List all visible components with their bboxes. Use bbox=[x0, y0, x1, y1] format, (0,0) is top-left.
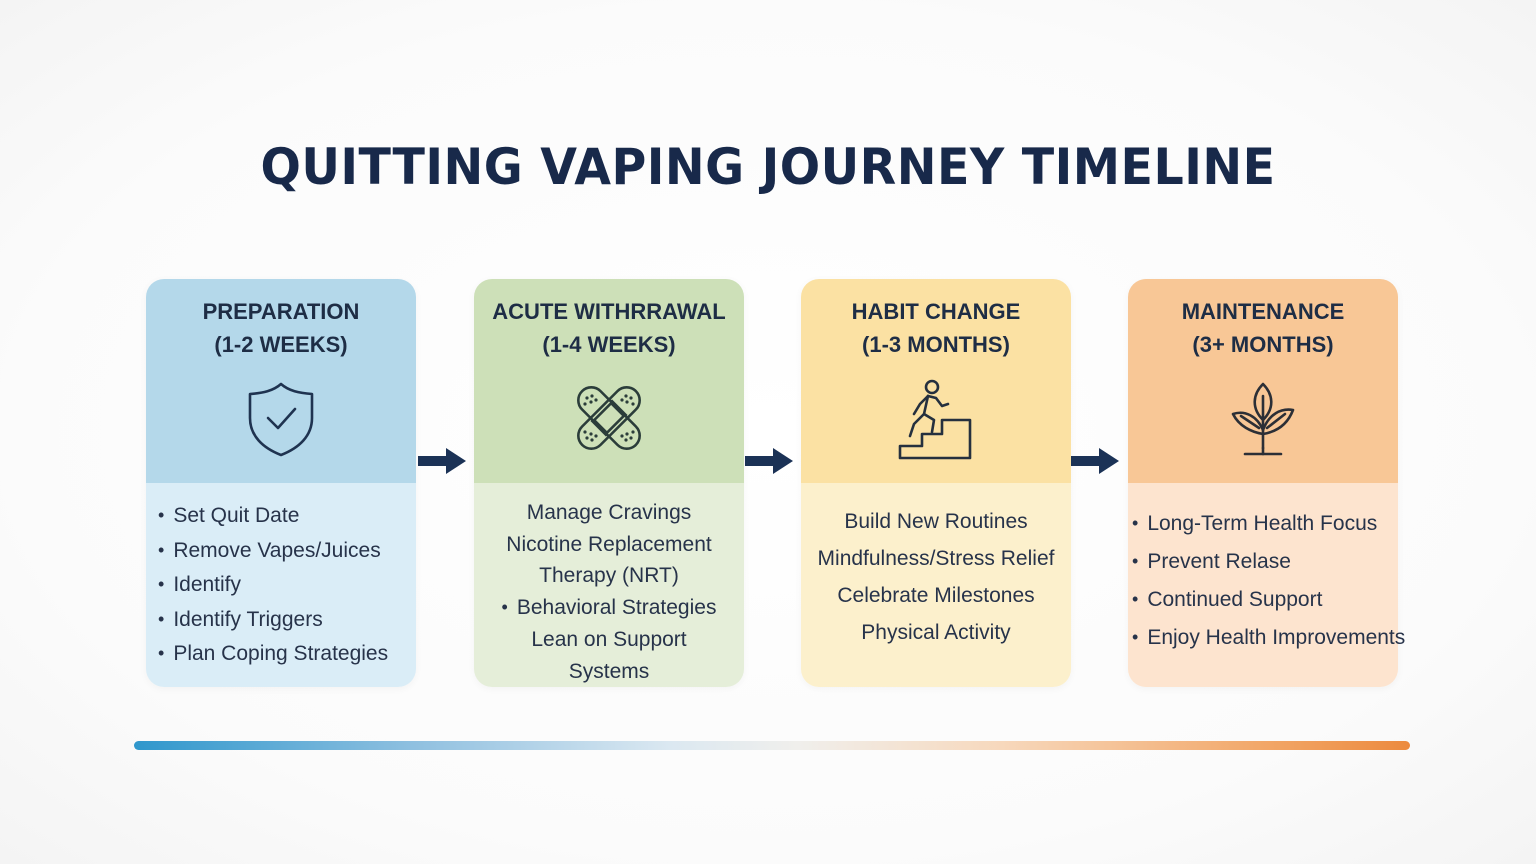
crossed-bandages-icon bbox=[565, 374, 653, 462]
stage-duration: (1-4 WEEKS) bbox=[542, 332, 676, 357]
stage-card-preparation: PREPARATION (1-2 WEEKS) Set Quit Date Re… bbox=[146, 279, 416, 687]
stage-title: MAINTENANCE (3+ MONTHS) bbox=[1128, 295, 1398, 361]
list-item: Celebrate Milestones bbox=[837, 584, 1035, 607]
page-title: QUITTING VAPING JOURNEY TIMELINE bbox=[260, 138, 1276, 196]
stage-items-list: Manage Cravings Nicotine Replacement The… bbox=[474, 483, 744, 687]
stage-card-body: Manage Cravings Nicotine Replacement The… bbox=[474, 483, 744, 687]
list-item: Remove Vapes/Juices bbox=[158, 534, 416, 569]
list-item: Identify bbox=[158, 568, 416, 603]
stage-card-header: MAINTENANCE (3+ MONTHS) bbox=[1128, 279, 1398, 483]
stage-name: MAINTENANCE bbox=[1181, 299, 1345, 324]
stage-title: ACUTE WITHRRAWAL (1-4 WEEKS) bbox=[474, 295, 744, 361]
right-arrow-icon bbox=[416, 446, 468, 476]
list-item: Continued Support bbox=[1132, 581, 1398, 619]
list-item: Identify Triggers bbox=[158, 603, 416, 638]
stage-items-list: Long-Term Health Focus Prevent Relase Co… bbox=[1128, 483, 1405, 657]
stage-items-list: Set Quit Date Remove Vapes/Juices Identi… bbox=[146, 483, 416, 672]
stage-card-body: Build New Routines Mindfulness/Stress Re… bbox=[801, 483, 1071, 687]
stage-items-list: Build New Routines Mindfulness/Stress Re… bbox=[801, 483, 1071, 651]
stage-duration: (1-3 MONTHS) bbox=[862, 332, 1010, 357]
list-item: Behavioral Strategies bbox=[474, 592, 744, 625]
stage-name: HABIT CHANGE bbox=[851, 299, 1021, 324]
stage-card-body: Long-Term Health Focus Prevent Relase Co… bbox=[1128, 483, 1405, 687]
stage-title: PREPARATION (1-2 WEEKS) bbox=[146, 295, 416, 361]
list-item: Nicotine Replacement bbox=[506, 532, 712, 556]
person-climbing-stairs-icon bbox=[892, 374, 980, 462]
stage-name: PREPARATION bbox=[202, 299, 360, 324]
stage-card-body: Set Quit Date Remove Vapes/Juices Identi… bbox=[146, 483, 416, 687]
list-item: Lean on Support bbox=[531, 628, 687, 651]
stage-card-header: PREPARATION (1-2 WEEKS) bbox=[146, 279, 416, 483]
stage-duration: (3+ MONTHS) bbox=[1192, 332, 1334, 357]
list-item: Build New Routines bbox=[844, 510, 1028, 533]
list-item: Therapy (NRT) bbox=[539, 564, 679, 587]
stage-name: ACUTE WITHRRAWAL bbox=[492, 299, 726, 324]
list-item: Set Quit Date bbox=[158, 499, 416, 534]
list-item: Long-Term Health Focus bbox=[1132, 505, 1398, 543]
right-arrow-icon bbox=[1069, 446, 1121, 476]
list-item: Mindfulness/Stress Relief bbox=[817, 547, 1055, 570]
list-item: Prevent Relase bbox=[1132, 543, 1398, 581]
stage-card-maintenance: MAINTENANCE (3+ MONTHS) Long-Term Health bbox=[1128, 279, 1405, 687]
shield-check-icon bbox=[237, 374, 325, 462]
stage-title: HABIT CHANGE (1-3 MONTHS) bbox=[801, 295, 1071, 361]
stage-card-header: HABIT CHANGE (1-3 MONTHS) bbox=[801, 279, 1071, 483]
sprout-plant-icon bbox=[1219, 374, 1307, 462]
list-item: Plan Coping Strategies bbox=[158, 637, 416, 672]
list-item: Systems bbox=[568, 659, 650, 683]
stage-card-header: ACUTE WITHRRAWAL (1-4 WEEKS) bbox=[474, 279, 744, 483]
timeline-gradient-bar bbox=[134, 741, 1410, 750]
list-item: Physical Activity bbox=[861, 621, 1011, 644]
stage-card-habit-change: HABIT CHANGE (1-3 MONTHS) Build New Rout… bbox=[801, 279, 1071, 687]
right-arrow-icon bbox=[743, 446, 795, 476]
list-item: Enjoy Health Improvements bbox=[1132, 619, 1405, 657]
list-item: Manage Cravings bbox=[526, 501, 692, 524]
stage-duration: (1-2 WEEKS) bbox=[214, 332, 348, 357]
stage-card-acute-withdrawal: ACUTE WITHRRAWAL (1-4 WEEKS) bbox=[474, 279, 744, 687]
